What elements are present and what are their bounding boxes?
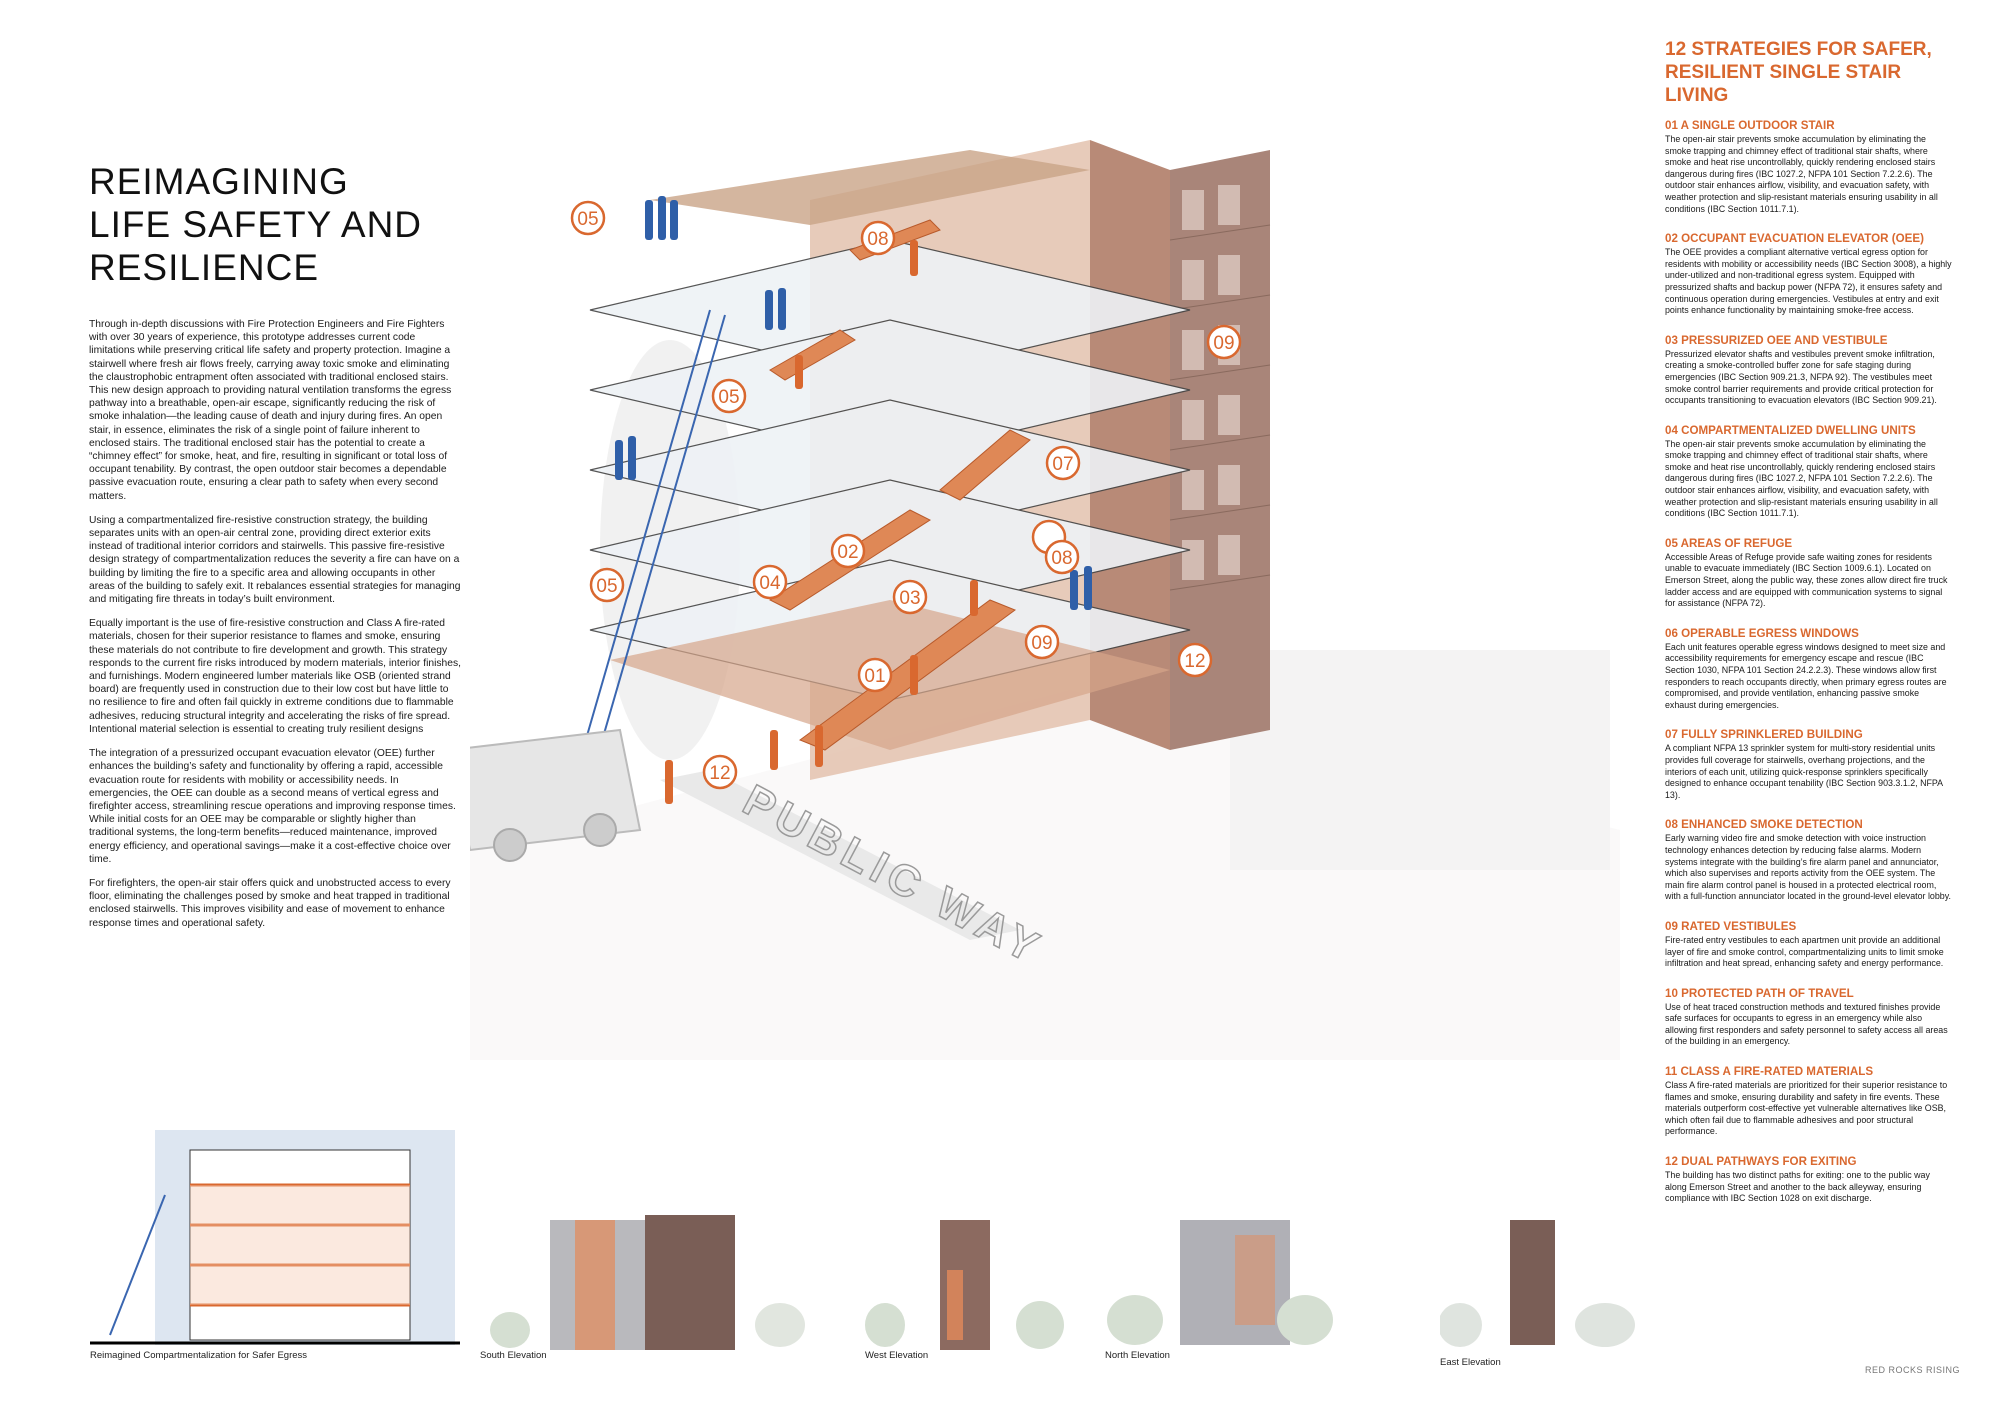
intro-paragraph: Equally important is the use of fire-res… [89,618,461,735]
intro-paragraph: Through in-depth discussions with Fire P… [89,319,452,502]
strategy-text: Fire-rated entry vestibules to each apar… [1665,934,1944,969]
strategy-text: Accessible Areas of Refuge provide safe … [1665,551,1948,609]
intro-text: Through in-depth discussions with Fire P… [89,318,461,941]
marker-05-mid: 05 [711,378,747,414]
strategy-heading: 02 OCCUPANT EVACUATION ELEVATOR (OEE) [1665,232,1924,246]
svg-text:09: 09 [1031,633,1052,654]
intro-paragraph: Using a compartmentalized fire-resistive… [89,514,461,606]
strategy-text: Each unit features operable egress windo… [1665,641,1947,710]
north-elevation-caption: North Elevation [1105,1350,1170,1361]
street [660,770,1020,940]
strategy-heading: 09 RATED VESTIBULES [1665,919,1797,933]
strategy-text: The open-air stair prevents smoke accumu… [1665,438,1938,519]
strategies-title-line: RESILIENT SINGLE STAIR LIVING [1665,62,1902,106]
strategy-text: The OEE provides a compliant alternative… [1665,247,1952,316]
strategy-heading: 08 ENHANCED SMOKE DETECTION [1665,818,1863,832]
strategies-title: 12 STRATEGIES FOR SAFER, RESILIENT SINGL… [1665,38,1952,107]
section-drawing [90,1130,460,1345]
diagram-markers: 05 08 09 05 07 06 0808 05 02 04 03 0909 … [570,200,1594,790]
north-elevation [1107,1220,1333,1345]
marker-03: 03 [892,579,928,615]
page-title: REIMAGINING LIFE SAFETY AND RESILIENCE [89,160,509,289]
fire-truck [470,309,726,862]
strategy-heading: 04 COMPARTMENTALIZED DWELLING UNITS [1665,423,1916,437]
svg-text:03: 03 [899,588,920,609]
strategy-heading: 05 AREAS OF REFUGE [1665,536,1793,550]
roof-canopy [650,150,1090,225]
marker-10: 08 [860,220,896,256]
svg-text:08: 08 [867,229,888,250]
marker-12-right: 12 [1177,642,1213,678]
svg-text:09: 09 [1213,333,1234,354]
marker-12-left: 12 [702,754,738,790]
marker-04: 04 [752,564,788,600]
marker-05-low: 05 [589,567,625,603]
strategy-text: Pressurized elevator shafts and vestibul… [1665,348,1937,406]
svg-text:05: 05 [577,209,598,230]
svg-text:07: 07 [1052,454,1073,475]
strategy-text: Class A fire-rated materials are priorit… [1665,1080,1948,1137]
marker-05-top: 05 [570,200,606,236]
svg-text:05: 05 [596,576,617,597]
svg-text:01: 01 [864,666,885,687]
title-line: RESILIENCE [89,247,320,288]
strategy-text: The building has two distinct paths for … [1665,1170,1930,1204]
strategy-heading: 03 PRESSURIZED OEE AND VESTIBULE [1665,333,1888,347]
south-elevation [490,1215,805,1350]
strategy-text: The open-air stair prevents smoke accumu… [1665,134,1938,214]
marker-08: 0808 [1044,539,1080,575]
south-elevation-caption: South Elevation [480,1350,547,1361]
east-elevation-caption: East Elevation [1440,1357,1501,1368]
marker-11: 09 [1206,324,1242,360]
strategy-text: Early warning video fire and smoke detec… [1665,833,1951,902]
strategy-heading: 06 OPERABLE EGRESS WINDOWS [1665,626,1859,640]
marker-02: 02 [830,533,866,569]
marker-06-right [1562,521,1594,553]
marker-01: 01 [857,657,893,693]
strategy-text: A compliant NFPA 13 sprinkler system for… [1665,743,1943,800]
marker-07: 07 [1045,445,1081,481]
strategies-panel: 12 STRATEGIES FOR SAFER, RESILIENT SINGL… [1665,38,1952,1222]
west-elevation [865,1220,1064,1350]
strategy-heading: 10 PROTECTED PATH OF TRAVEL [1665,986,1854,1000]
marker-09: 0909 [1024,624,1060,660]
svg-text:05: 05 [718,387,739,408]
strategy-heading: 11 CLASS A FIRE-RATED MATERIALS [1665,1065,1874,1079]
strategy-heading: 01 A SINGLE OUTDOOR STAIR [1665,119,1835,132]
strategy-heading: 12 DUAL PATHWAYS FOR EXITING [1665,1155,1857,1169]
floor-plates [589,239,1191,701]
intro-paragraph: The integration of a pressurized occupan… [89,748,456,865]
strategy-item: 02 OCCUPANT EVACUATION ELEVATOR (OEE)The… [1665,232,1952,317]
credit-label: RED ROCKS RISING [1865,1365,1961,1375]
svg-text:12: 12 [709,763,730,784]
svg-text:12: 12 [1184,651,1205,672]
strategy-text: Use of heat traced construction methods … [1665,1001,1948,1047]
svg-text:08: 08 [1051,548,1072,569]
axonometric-building-diagram: PUBLIC WAY [470,140,1620,1060]
occupant-figures [615,196,1092,804]
strategies-title-line: 12 STRATEGIES FOR SAFER, [1665,39,1932,60]
section-caption: Reimagined Compartmentalization for Safe… [90,1350,308,1361]
west-elevation-caption: West Elevation [865,1350,929,1361]
svg-text:04: 04 [759,573,781,594]
title-line: REIMAGINING [89,161,349,202]
brick-block [1090,140,1271,750]
strategy-item: 01 A SINGLE OUTDOOR STAIR The open-air st… [1665,119,1952,215]
strategy-heading: 07 FULLY SPRINKLERED BUILDING [1665,728,1863,742]
intro-paragraph: For firefighters, the open-air stair off… [89,877,451,929]
svg-text:02: 02 [837,542,858,563]
title-line: LIFE SAFETY AND [89,204,423,245]
east-elevation [1440,1220,1635,1347]
